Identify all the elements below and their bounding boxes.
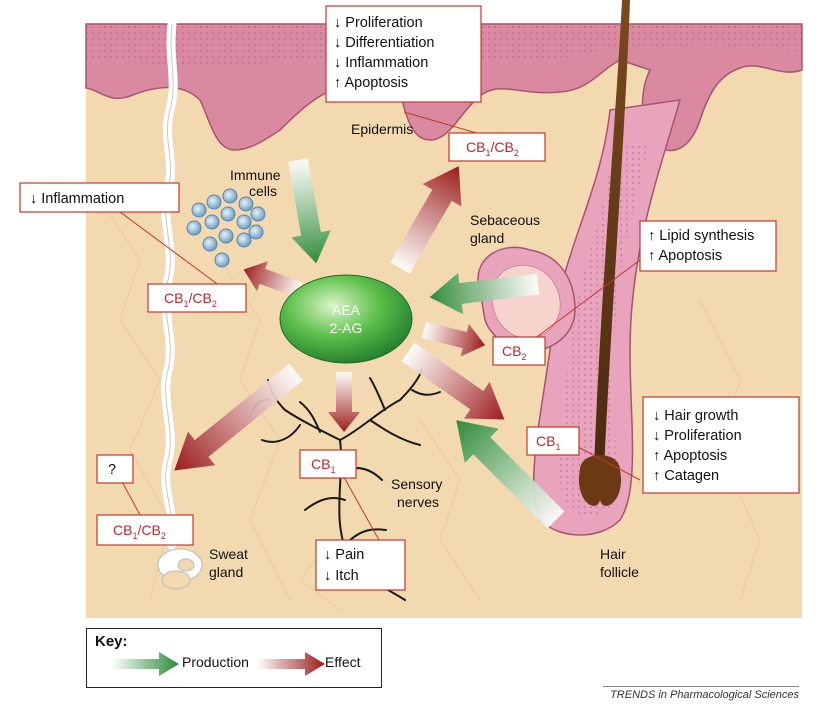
arrow-center-to-immune [243,261,303,298]
svg-text:CB2: CB2 [502,343,526,362]
legend-effect-arrow-icon [257,652,325,676]
svg-text:↑ Lipid synthesis: ↑ Lipid synthesis [648,228,754,244]
arrow-follicle-to-center [456,420,565,529]
receptor-box-nerves: CB1 [299,449,357,479]
hair-shaft [594,0,630,470]
label-sweat-line2: gland [209,564,243,580]
svg-text:?: ? [108,462,116,478]
arrow-epidermis-to-center [288,158,331,264]
svg-text:CB1: CB1 [536,433,560,452]
effect-box-immune: ↓ Inflammation [19,182,180,213]
legend-production-label: Production [182,654,249,670]
label-sebaceous-line2: gland [470,230,504,246]
hair-bulb [578,455,622,506]
svg-text:↓ Itch: ↓ Itch [324,568,359,584]
label-immune-line1: Immune [230,167,281,183]
center-label-aea: AEA [332,302,361,318]
arrow-center-to-sebaceous [421,321,486,357]
svg-text:↓ Inflammation: ↓ Inflammation [334,55,428,71]
arrow-center-to-nerves [328,372,360,432]
svg-text:↓ Differentiation: ↓ Differentiation [334,35,434,51]
immune-cells [186,188,266,268]
effect-box-epidermis: ↓ Proliferation ↓ Differentiation ↓ Infl… [325,5,482,103]
svg-text:CB1: CB1 [311,456,335,475]
effect-arrows [174,166,505,471]
receptor-box-sweat: CB1/CB2 [96,514,194,546]
legend: Key: Production Effect [86,628,382,688]
endocannabinoid-node [279,274,413,364]
svg-text:↑ Apoptosis: ↑ Apoptosis [653,448,727,464]
label-sensory-line2: nerves [397,494,439,510]
production-arrows [288,158,565,529]
effect-box-sebaceous: ↑ Lipid synthesis ↑ Apoptosis [639,220,777,272]
receptor-box-immune: CB1/CB2 [147,283,247,313]
arrow-center-to-follicle [401,342,505,420]
effect-box-sweat: ? [96,454,134,484]
legend-production-arrow-icon [111,652,179,676]
svg-text:CB1/CB2: CB1/CB2 [466,139,519,158]
svg-text:↑ Catagen: ↑ Catagen [653,468,719,484]
legend-effect-label: Effect [325,654,361,670]
svg-text:↓ Proliferation: ↓ Proliferation [653,428,742,444]
center-label-2ag: 2-AG [330,320,363,336]
label-hair-line1: Hair [600,546,626,562]
effect-box-nerves: ↓ Pain ↓ Itch [315,539,406,591]
label-hair-line2: follicle [600,564,639,580]
receptor-box-sebaceous: CB2 [492,336,546,366]
sweat-duct-outline [165,23,174,546]
svg-text:↓ Inflammation: ↓ Inflammation [30,191,124,207]
label-epidermis: Epidermis [351,121,413,137]
source-footer: TRENDS in Pharmacological Sciences [603,686,799,701]
svg-text:↓ Hair growth: ↓ Hair growth [653,408,738,424]
sweat-gland-coil [157,548,203,590]
label-sensory-line1: Sensory [391,476,442,492]
arrow-sebaceous-to-center [429,272,540,315]
arrow-center-to-epidermis [390,166,462,274]
svg-text:CB1/CB2: CB1/CB2 [164,290,217,309]
legend-title: Key: [95,633,128,650]
effect-box-hair: ↓ Hair growth ↓ Proliferation ↑ Apoptosi… [642,396,800,494]
svg-text:↓ Proliferation: ↓ Proliferation [334,15,423,31]
svg-text:↑ Apoptosis: ↑ Apoptosis [334,75,408,91]
svg-text:CB1/CB2: CB1/CB2 [113,522,166,541]
label-sweat-line1: Sweat [209,546,248,562]
label-sebaceous-line1: Sebaceous [470,212,540,228]
svg-text:↑ Apoptosis: ↑ Apoptosis [648,248,722,264]
receptor-box-follicle: CB1 [526,426,580,456]
label-immune-line2: cells [249,183,277,199]
arrow-center-to-sweat [174,363,303,471]
svg-text:↓ Pain: ↓ Pain [324,547,364,563]
receptor-box-epidermis: CB1/CB2 [448,132,546,162]
